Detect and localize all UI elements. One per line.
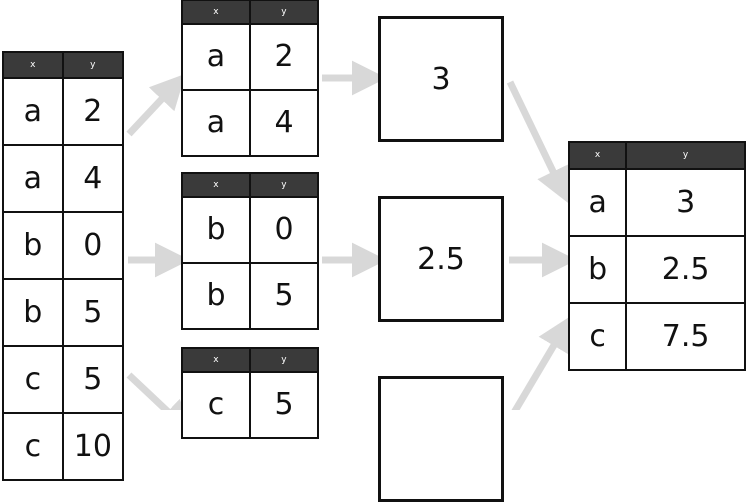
table-row: a 3 xyxy=(567,168,746,237)
table-row: c 5 xyxy=(2,345,125,414)
result-cell-x: c xyxy=(567,302,628,371)
group-b-cell-y: 5 xyxy=(248,262,320,330)
arrow-value-c-to-result xyxy=(511,315,572,410)
group-a-col-x: x xyxy=(181,0,251,25)
source-cell-y: 0 xyxy=(61,211,125,280)
group-b-col-y: y xyxy=(248,172,320,198)
result-col-x: x xyxy=(567,141,628,170)
source-cell-y: 4 xyxy=(61,144,125,213)
table-header-row: x y xyxy=(567,141,746,170)
arrow-value-a-to-result xyxy=(506,80,569,204)
result-table: x y a 3 b 2.5 c 7.5 xyxy=(567,141,746,371)
group-c-col-y: y xyxy=(248,347,320,373)
aggregate-value-a: 3 xyxy=(378,16,504,142)
group-a-cell-y: 4 xyxy=(248,89,320,157)
group-c-col-x: x xyxy=(181,347,251,373)
result-cell-x: b xyxy=(567,235,628,304)
table-row: a 4 xyxy=(181,89,320,157)
source-cell-x: c xyxy=(2,345,64,414)
source-cell-y: 5 xyxy=(61,345,125,414)
table-row: c 10 xyxy=(2,412,125,481)
group-table-c: x y c 5 xyxy=(181,347,320,439)
source-cell-x: b xyxy=(2,211,64,280)
group-a-cell-y: 2 xyxy=(248,23,320,91)
table-row: b 0 xyxy=(2,211,125,280)
source-cell-x: a xyxy=(2,77,64,146)
table-row: b 0 xyxy=(181,196,320,264)
group-c-cell-x: c xyxy=(181,371,251,439)
result-cell-y: 2.5 xyxy=(625,235,746,304)
group-a-cell-x: a xyxy=(181,23,251,91)
source-cell-y: 5 xyxy=(61,278,125,347)
result-cell-x: a xyxy=(567,168,628,237)
group-b-cell-x: b xyxy=(181,262,251,330)
source-col-x: x xyxy=(2,51,64,79)
table-row: a 4 xyxy=(2,144,125,213)
result-cell-y: 7.5 xyxy=(625,302,746,371)
source-cell-x: b xyxy=(2,278,64,347)
group-table-b: x y b 0 b 5 xyxy=(181,172,320,330)
table-row: c 7.5 xyxy=(567,302,746,371)
source-cell-x: c xyxy=(2,412,64,481)
arrow-source-to-group-c xyxy=(126,372,194,410)
result-col-y: y xyxy=(625,141,746,170)
group-c-cell-y: 5 xyxy=(248,371,320,439)
table-row: a 2 xyxy=(181,23,320,91)
arrow-source-to-group-a xyxy=(126,73,186,137)
aggregate-value-b: 2.5 xyxy=(378,196,504,322)
group-a-cell-x: a xyxy=(181,89,251,157)
group-b-col-x: x xyxy=(181,172,251,198)
table-row: b 5 xyxy=(181,262,320,330)
source-table: x y a 2 a 4 b 0 b 5 c 5 c 10 xyxy=(2,51,125,481)
result-cell-y: 3 xyxy=(625,168,746,237)
group-a-col-y: y xyxy=(248,0,320,25)
table-row: c 5 xyxy=(181,371,320,439)
aggregate-value-c xyxy=(378,376,504,502)
group-b-cell-x: b xyxy=(181,196,251,264)
source-cell-x: a xyxy=(2,144,64,213)
group-table-a: x y a 2 a 4 xyxy=(181,0,320,157)
table-header-row: x y xyxy=(181,172,320,198)
source-cell-y: 10 xyxy=(61,412,125,481)
source-col-y: y xyxy=(61,51,125,79)
table-row: b 2.5 xyxy=(567,235,746,304)
source-cell-y: 2 xyxy=(61,77,125,146)
table-row: a 2 xyxy=(2,77,125,146)
group-b-cell-y: 0 xyxy=(248,196,320,264)
table-header-row: x y xyxy=(181,347,320,373)
table-header-row: x y xyxy=(181,0,320,25)
table-row: b 5 xyxy=(2,278,125,347)
table-header-row: x y xyxy=(2,51,125,79)
